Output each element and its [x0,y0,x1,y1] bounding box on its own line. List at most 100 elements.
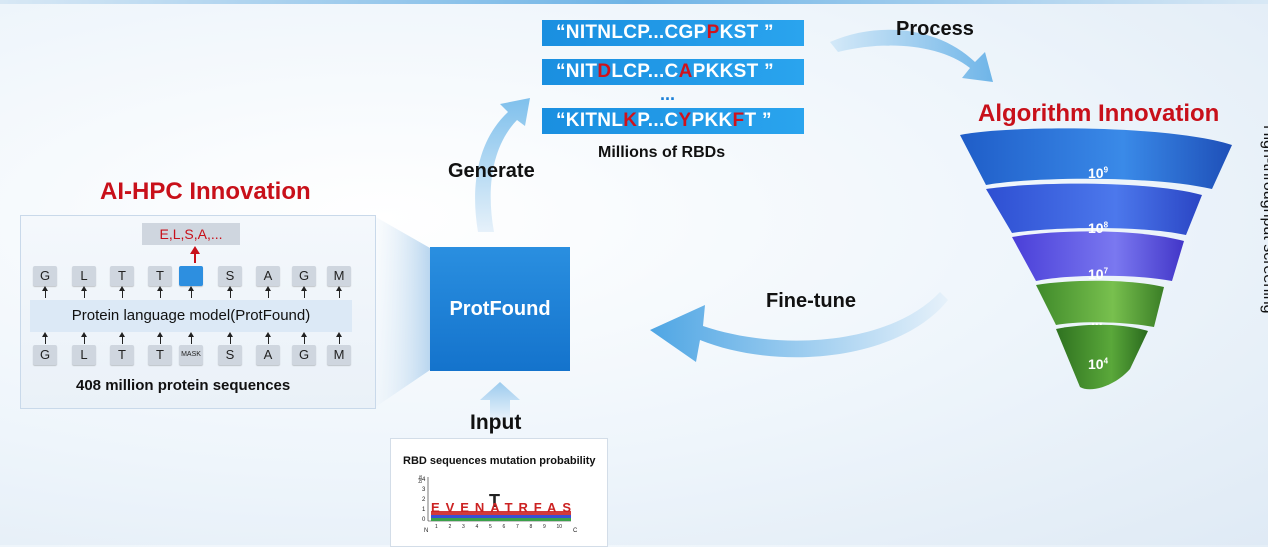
logo-x-tick: 8 [530,524,533,530]
up-arrow-icon [265,332,271,344]
funnel-label-1: 109 [1088,165,1108,181]
output-token [179,266,203,286]
logo-y-tick: 1 [422,507,426,513]
generate-label: Generate [448,160,535,182]
funnel-level-3 [1012,231,1184,281]
sequence-3-part-a: “KITNL [556,110,624,131]
top-accent-line [0,0,1268,4]
algorithm-innovation-title: Algorithm Innovation [978,100,1220,127]
up-arrow-icon [157,286,163,298]
input-token: M [327,345,351,365]
logo-x-tick: 10 [557,524,563,530]
logo-y-tick: 2 [422,497,426,503]
up-arrow-icon [227,286,233,298]
language-model-bar: Protein language model(ProtFound) [30,300,352,332]
sequence-3-part-e: PKK [691,110,733,131]
funnel-label-3-exp: 7 [1103,266,1109,276]
mutation-highlight: D [597,61,612,82]
logo-x-tick: 2 [449,524,452,530]
funnel-label-1-exp: 9 [1103,165,1109,175]
screening-funnel [960,128,1232,390]
logo-x-tick: 6 [503,524,506,530]
logo-x-tick: 9 [543,524,546,530]
logo-title: RBD sequences mutation probability [403,455,596,467]
up-arrow-icon [119,286,125,298]
up-arrow-icon [42,286,48,298]
funnel-level-2 [986,183,1202,235]
funnel-label-3: 107 [1088,266,1108,282]
ai-hpc-innovation-title: AI-HPC Innovation [100,178,311,205]
up-arrow-icon [336,332,342,344]
up-arrow-icon [227,332,233,344]
mutation-highlight: F [732,110,745,131]
funnel-level-1 [960,128,1232,189]
sequence-3: “KITNLKP...CYPKKFT ” [542,108,804,134]
logo-x-tick: 1 [435,524,438,530]
process-arrow [830,29,993,82]
funnel-label-2-exp: 8 [1103,220,1109,230]
funnel-label-1-base: 10 [1088,165,1104,181]
output-token: M [327,266,351,286]
output-token: L [72,266,96,286]
funnel-label-4: ... [1091,312,1103,328]
up-arrow-icon [188,286,194,298]
funnel-label-4-base: ... [1091,312,1103,328]
up-arrow-icon [157,332,163,344]
logo-x-tick: 3 [462,524,465,530]
input-token: L [72,345,96,365]
up-arrow-icon [42,332,48,344]
sequence-2-part-e: PKKST ” [692,61,774,82]
logo-y-tick: 4 [422,477,426,483]
funnel-level-5 [1056,324,1148,390]
input-arrow [480,382,520,420]
logo-y-tick: 3 [422,487,426,493]
logo-y-tick: 0 [422,517,426,523]
prediction-box: E,L,S,A,... [142,223,240,245]
sequence-logo-panel: RBD sequences mutation probability bits … [390,438,608,547]
input-token: G [33,345,57,365]
sequence-2-part-a: “NIT [556,61,598,82]
prediction-arrow-stem [194,253,196,263]
up-arrow-icon [188,332,194,344]
logo-x-tick: 5 [489,524,492,530]
output-token: T [148,266,172,286]
generate-arrow [475,98,530,232]
logo-c-label: C [573,528,578,534]
sequence-1: “NITNLCP...CGPPKST ” [542,20,804,46]
fine-tune-arrow [650,292,948,362]
sequence-2-part-c: LCP...C [611,61,679,82]
process-label: Process [896,18,974,40]
sequence-1-part-c: KST ” [719,22,774,43]
logo-y-axis-label: bits [418,475,424,483]
up-arrow-icon [265,286,271,298]
sequences-caption: Millions of RBDs [598,144,726,161]
model-panel-caption: 408 million protein sequences [76,377,291,394]
up-arrow-icon [301,332,307,344]
up-arrow-icon [336,286,342,298]
up-arrow-icon [81,332,87,344]
input-token: T [110,345,134,365]
funnel-label-5: 104 [1088,356,1108,372]
output-token: G [33,266,57,286]
input-token: T [148,345,172,365]
output-token: A [256,266,280,286]
funnel-label-3-base: 10 [1088,266,1104,282]
logo-x-tick: 7 [516,524,519,530]
sequence-ellipsis: ... [660,84,676,104]
sequence-2: “NITDLCP...CAPKKST ” [542,59,804,85]
up-arrow-icon [119,332,125,344]
input-token: MASK [179,345,203,365]
mutation-highlight: A [678,61,693,82]
projection-cone [374,216,430,408]
mutation-highlight: K [623,110,638,131]
sequence-3-part-c: P...C [637,110,679,131]
mutation-highlight: P [706,22,720,43]
sequence-1-part-a: “NITNLCP...CGP [556,22,707,43]
output-token: T [110,266,134,286]
funnel-label-5-exp: 4 [1103,356,1109,366]
funnel-level-4 [1036,280,1164,327]
mutation-highlight: Y [678,110,692,131]
funnel-label-5-base: 10 [1088,356,1104,372]
